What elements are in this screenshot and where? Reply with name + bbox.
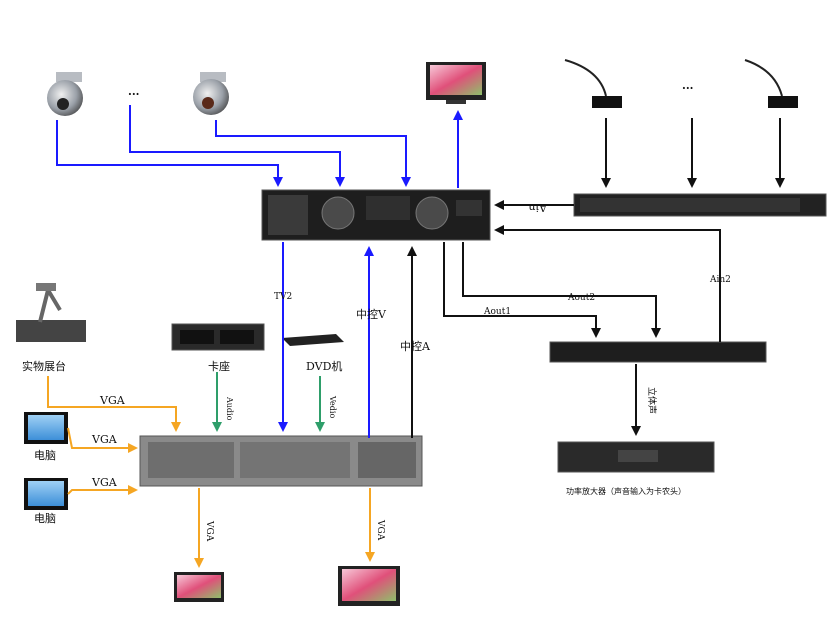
aout1-label: Aout1 [483, 307, 511, 317]
visualizer-label: 实物展台 [22, 359, 66, 373]
video-label: Vedio [328, 395, 337, 418]
tv2-label: TV2 [274, 292, 292, 302]
microphone-1 [564, 59, 622, 108]
ain2-label: Ain2 [709, 275, 731, 285]
audio-mixer [573, 193, 827, 217]
amplifier-label: 功率放大器（声音输入为卡农头） [566, 486, 686, 496]
vga-pc2-line [67, 485, 138, 495]
monitor-top [426, 62, 486, 104]
camera2-line [129, 105, 345, 187]
pc2-label: 电脑 [34, 512, 56, 525]
vga-out2-label: VGA [375, 519, 385, 541]
camera3-line [215, 120, 411, 187]
cameras-ellipsis: ··· [128, 88, 140, 101]
ain2-line [494, 225, 721, 342]
cassette-deck [171, 323, 265, 351]
zhongkong-v-label: 中控V [356, 307, 387, 321]
dvd-label: DVD机 [306, 359, 342, 373]
camera-2 [193, 72, 229, 115]
power-amplifier [557, 441, 715, 473]
vga-pc1-line [67, 427, 138, 453]
vga-out1-label: VGA [204, 520, 214, 542]
ain-label: Ain [528, 201, 548, 214]
aout2-label: Aout2 [567, 293, 595, 303]
central-processor [261, 189, 491, 241]
camera-1 [47, 72, 83, 116]
vga-pc1-label: VGA [91, 433, 118, 446]
document-camera [16, 283, 86, 342]
speaker-processor [549, 341, 767, 363]
vga-visualizer-line [47, 376, 181, 432]
dvd-player [282, 334, 344, 346]
monitor-bottom-2 [338, 566, 400, 606]
microphone-2 [744, 59, 798, 108]
vga-visualizer-label: VGA [99, 394, 126, 407]
matrix-switcher [139, 435, 423, 487]
camera1-line [56, 120, 283, 187]
stereo-label: 立体声 [646, 387, 658, 414]
vga-pc2-label: VGA [91, 476, 118, 489]
mics-ellipsis: ··· [682, 82, 694, 95]
cassette-label: 卡座 [208, 359, 230, 373]
monitor-bottom-1 [174, 572, 224, 602]
audio-label: Audio [225, 396, 234, 421]
pc-monitor-1 [24, 412, 68, 444]
aout1-line [443, 242, 601, 338]
pc1-label: 电脑 [34, 449, 56, 462]
pc-monitor-2 [24, 478, 68, 510]
aout2-line [462, 242, 661, 338]
zhongkong-a-label: 中控A [400, 339, 431, 353]
